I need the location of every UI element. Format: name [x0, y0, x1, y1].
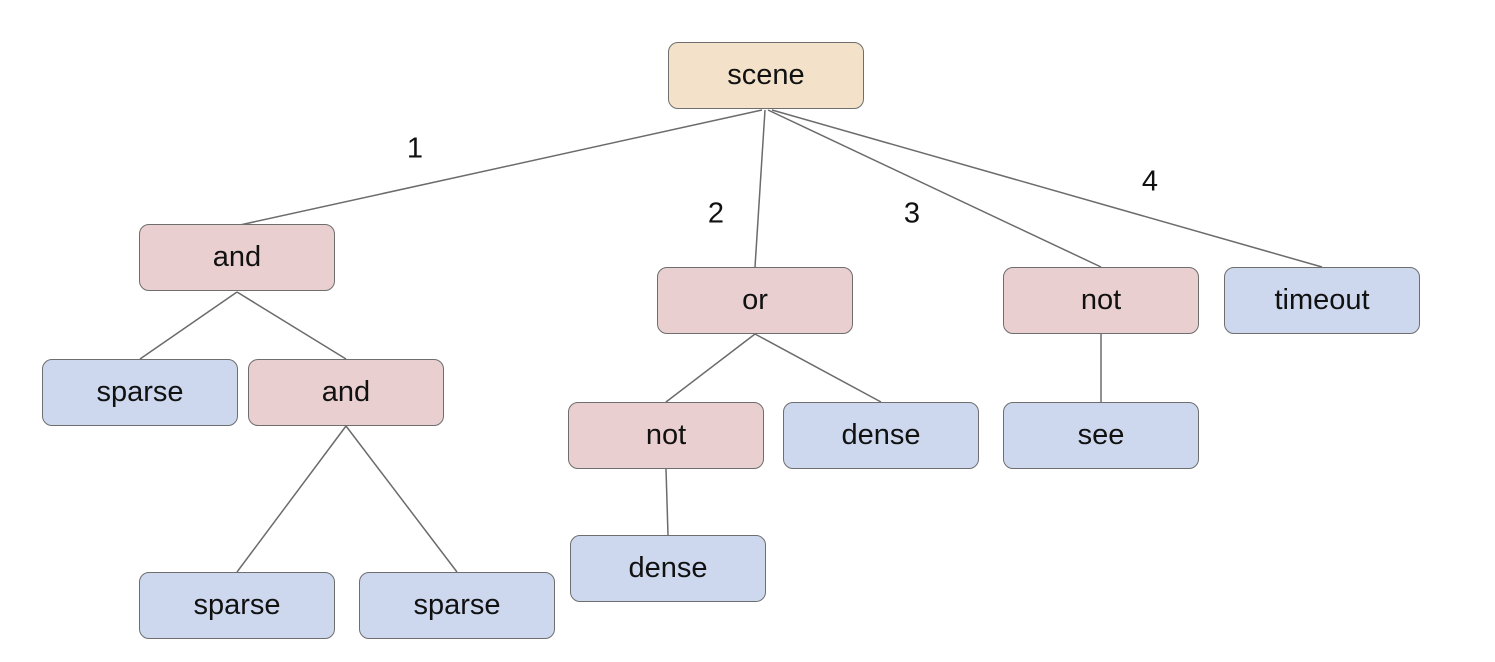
node-dense-bottom-label: dense [628, 552, 708, 584]
node-or-label: or [742, 284, 768, 316]
edge-scene-timeout [771, 109, 1323, 268]
node-not-middle-label: not [645, 419, 687, 451]
node-and-2: and [248, 359, 444, 426]
node-not-middle: not [568, 402, 764, 469]
edge-label-3: 3 [903, 197, 921, 230]
edge-scene-or [754, 109, 766, 268]
edge-or-dense [754, 333, 882, 403]
node-see: see [1003, 402, 1199, 469]
edge-not-dense [665, 468, 669, 536]
edge-and-sparse [139, 291, 238, 360]
node-scene-label: scene [727, 59, 805, 91]
edge-or-not [665, 333, 756, 403]
edge-and2-sparse3 [345, 425, 458, 573]
node-timeout-label: timeout [1274, 284, 1370, 316]
node-not-right-label: not [1080, 284, 1122, 316]
node-dense-right-label: dense [841, 419, 921, 451]
node-not-right: not [1003, 267, 1199, 334]
node-dense-bottom: dense [570, 535, 766, 602]
edge-label-2: 2 [707, 197, 725, 230]
node-sparse-2: sparse [139, 572, 335, 639]
node-and-1: and [139, 224, 335, 291]
edge-and2-sparse2 [236, 425, 347, 573]
node-and-2-label: and [321, 376, 371, 408]
node-sparse-2-label: sparse [193, 589, 281, 621]
node-sparse-1-label: sparse [96, 376, 184, 408]
edge-scene-and [239, 109, 763, 226]
edge-and-and [236, 291, 347, 360]
node-scene: scene [668, 42, 864, 109]
node-dense-right: dense [783, 402, 979, 469]
node-sparse-3: sparse [359, 572, 555, 639]
node-sparse-1: sparse [42, 359, 238, 426]
node-and-1-label: and [212, 241, 262, 273]
node-timeout: timeout [1224, 267, 1420, 334]
edge-scene-not [767, 109, 1102, 268]
edge-label-1: 1 [406, 132, 424, 165]
edge-label-4: 4 [1141, 165, 1159, 198]
node-see-label: see [1077, 419, 1125, 451]
node-or: or [657, 267, 853, 334]
node-sparse-3-label: sparse [413, 589, 501, 621]
